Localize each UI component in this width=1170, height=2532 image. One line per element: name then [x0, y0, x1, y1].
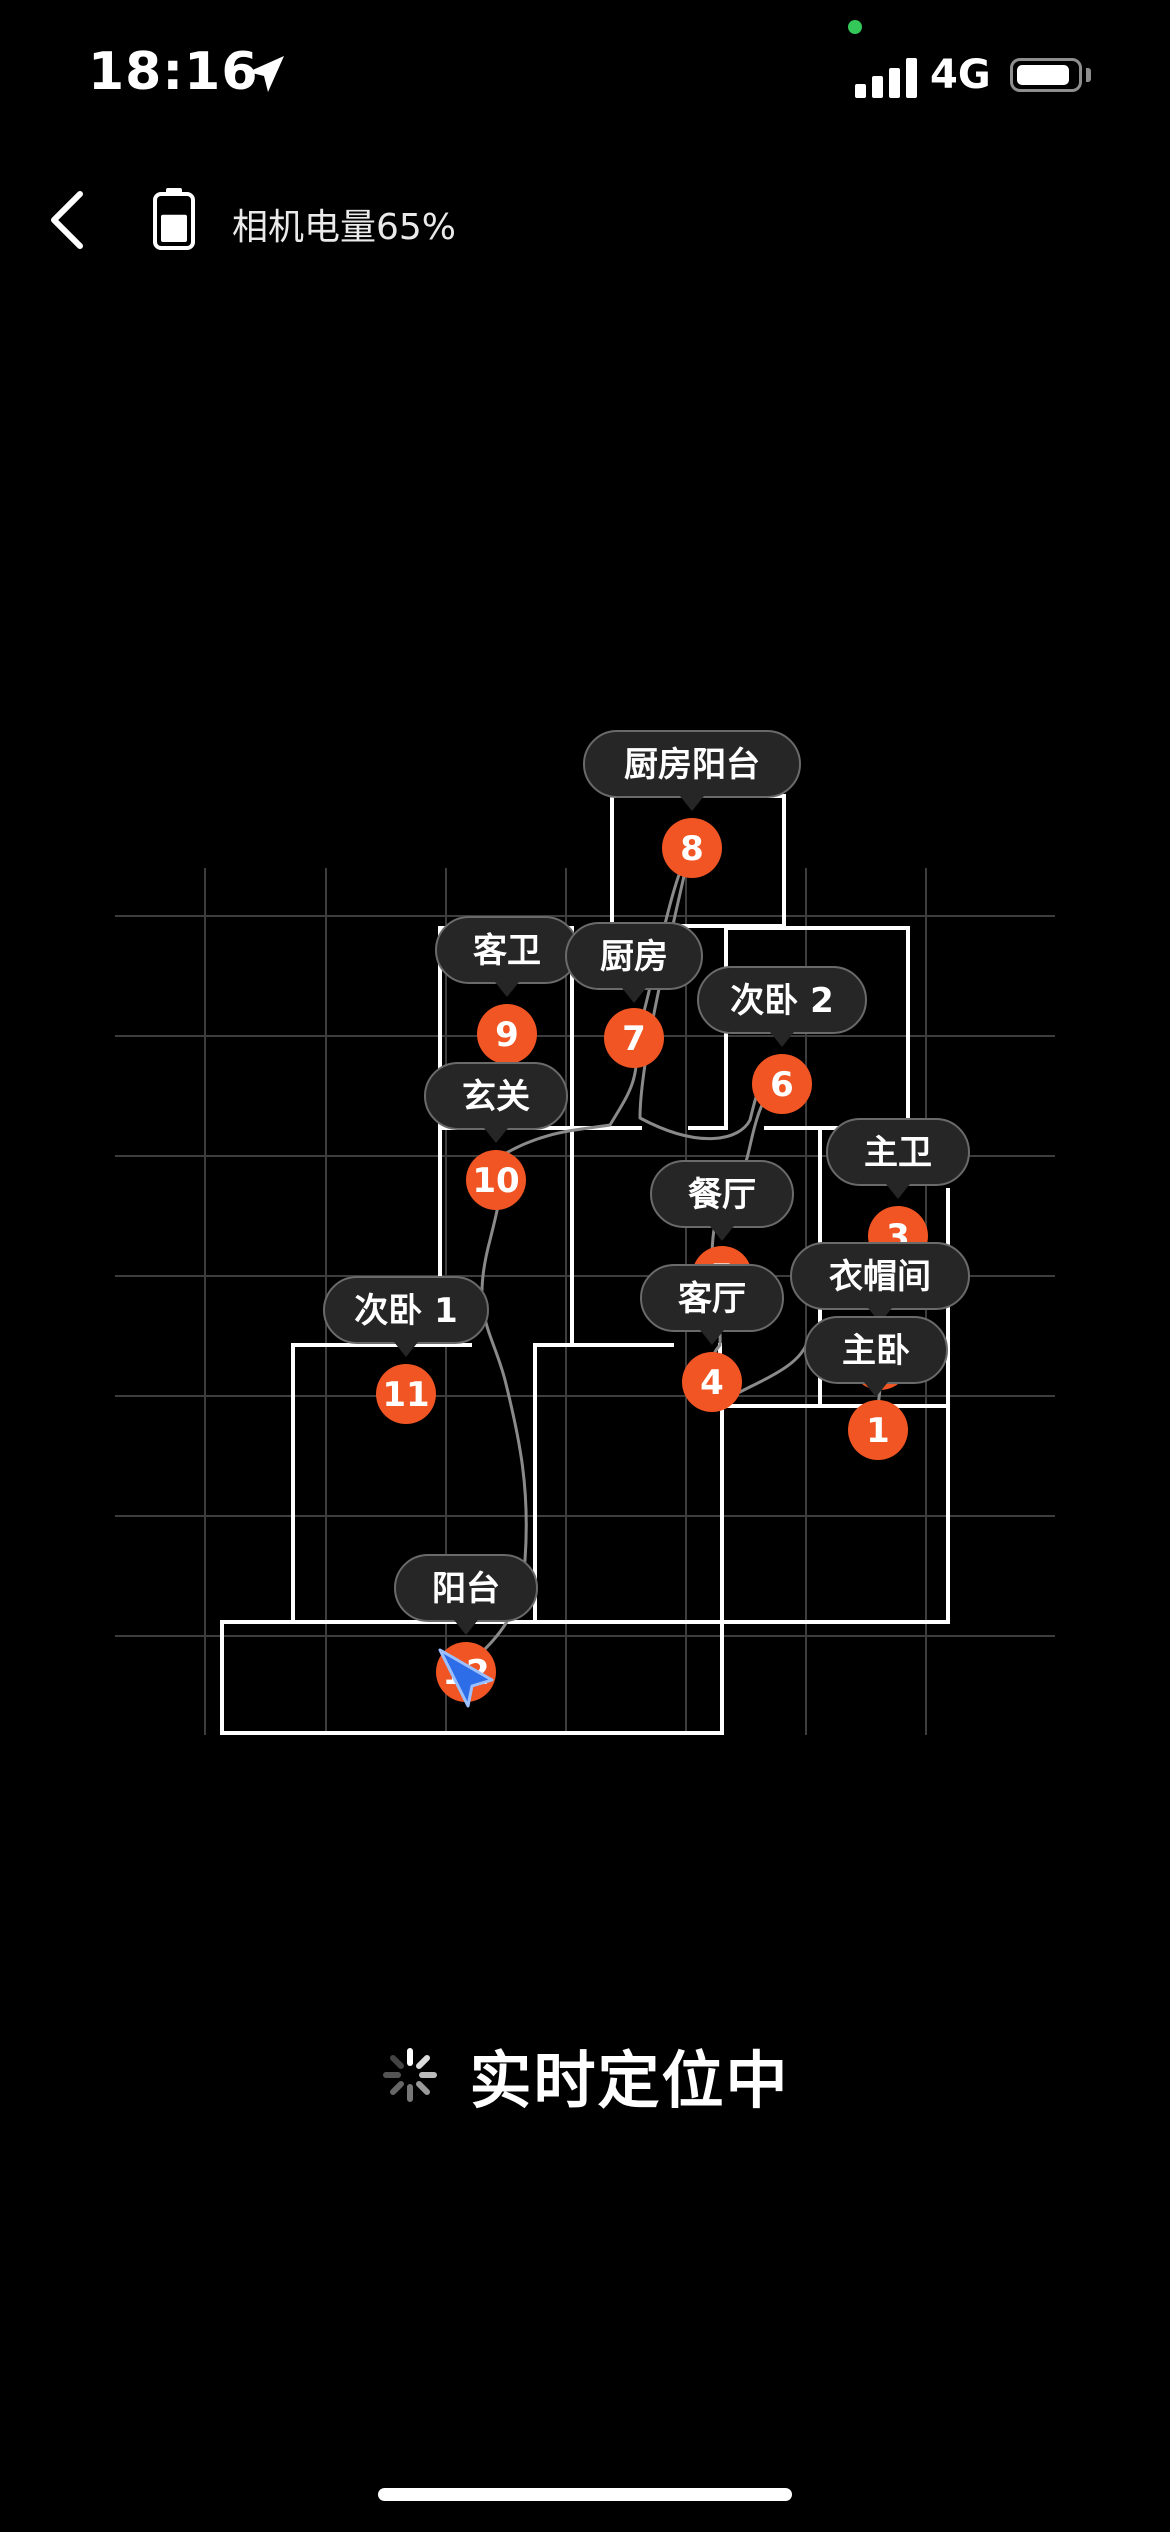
room-marker-group[interactable]: 次卧 2 6	[697, 966, 867, 1114]
room-callout-label: 衣帽间	[829, 1257, 931, 1297]
room-number-marker[interactable]	[376, 1364, 436, 1424]
room-callout-label: 厨房	[600, 937, 668, 977]
room-number-marker[interactable]	[848, 1400, 908, 1460]
room-number-label: 4	[700, 1363, 724, 1403]
room-number-marker[interactable]	[752, 1054, 812, 1114]
room-callout-tail	[454, 1620, 478, 1635]
room-callout-tail	[484, 1128, 508, 1143]
room-callout-label: 客卫	[473, 931, 541, 971]
privacy-indicator-dot	[848, 20, 862, 34]
room-callout-label: 次卧 1	[354, 1291, 458, 1331]
room-callout-tail	[680, 796, 704, 811]
room-callout-label: 主卫	[864, 1133, 932, 1173]
battery-nub	[1086, 68, 1091, 82]
room-callout-label: 餐厅	[688, 1175, 756, 1215]
room-number-label: 11	[382, 1375, 429, 1415]
room-callout-tail	[495, 982, 519, 997]
camera-battery-icon	[153, 188, 195, 250]
cellular-signal-icon	[855, 58, 917, 98]
room-marker-group[interactable]: 主卧 1	[804, 1316, 948, 1460]
room-callout-label: 客厅	[678, 1279, 746, 1319]
phone-battery-icon	[1010, 58, 1082, 92]
status-time: 18:16	[88, 42, 259, 102]
positioning-status: 实时定位中	[0, 2030, 1170, 2130]
room-callout-label: 次卧 2	[730, 981, 834, 1021]
room-number-marker[interactable]	[662, 818, 722, 878]
network-type: 4G	[930, 52, 991, 98]
room-callout-tail	[868, 1308, 892, 1323]
location-arrow-icon	[248, 56, 284, 92]
camera-battery-label: 相机电量65%	[232, 207, 457, 248]
room-callout-tail	[770, 1032, 794, 1047]
room-number-label: 6	[770, 1065, 794, 1105]
room-marker-group[interactable]: 厨房阳台 8	[583, 730, 801, 878]
room-number-label: 8	[680, 829, 704, 869]
current-position-cursor-icon	[438, 1648, 494, 1708]
room-marker-group[interactable]: 客卫 9	[435, 916, 579, 1064]
home-indicator	[378, 2488, 792, 2501]
positioning-status-text: 实时定位中	[469, 2044, 790, 2117]
room-number-label: 7	[622, 1019, 646, 1059]
room-number-marker[interactable]	[604, 1008, 664, 1068]
room-callout-label: 阳台	[432, 1569, 500, 1609]
room-marker-group[interactable]: 厨房 7	[565, 922, 703, 1068]
room-callout-label: 厨房阳台	[624, 745, 760, 785]
room-callout-label: 玄关	[462, 1077, 530, 1117]
room-callout-tail	[622, 988, 646, 1003]
room-callout-label: 主卧	[842, 1331, 910, 1371]
room-number-marker[interactable]	[466, 1150, 526, 1210]
room-number-label: 1	[866, 1411, 890, 1451]
room-marker-group[interactable]: 次卧 1 11	[323, 1276, 489, 1424]
room-number-marker[interactable]	[682, 1352, 742, 1412]
room-callout-tail	[886, 1184, 910, 1199]
room-marker-group[interactable]: 客厅 4	[640, 1264, 784, 1412]
back-button[interactable]	[30, 180, 110, 260]
loading-spinner-icon	[383, 2048, 438, 2102]
room-number-label: 9	[495, 1015, 519, 1055]
room-number-label: 10	[472, 1161, 519, 1201]
room-marker-group[interactable]: 玄关 10	[424, 1062, 568, 1210]
room-callout-tail	[394, 1342, 418, 1357]
room-number-marker[interactable]	[477, 1004, 537, 1064]
room-callout-tail	[864, 1382, 888, 1397]
room-callout-tail	[710, 1226, 734, 1241]
status-bar: 18:16 4G	[0, 0, 1170, 150]
room-callout-tail	[700, 1330, 724, 1345]
